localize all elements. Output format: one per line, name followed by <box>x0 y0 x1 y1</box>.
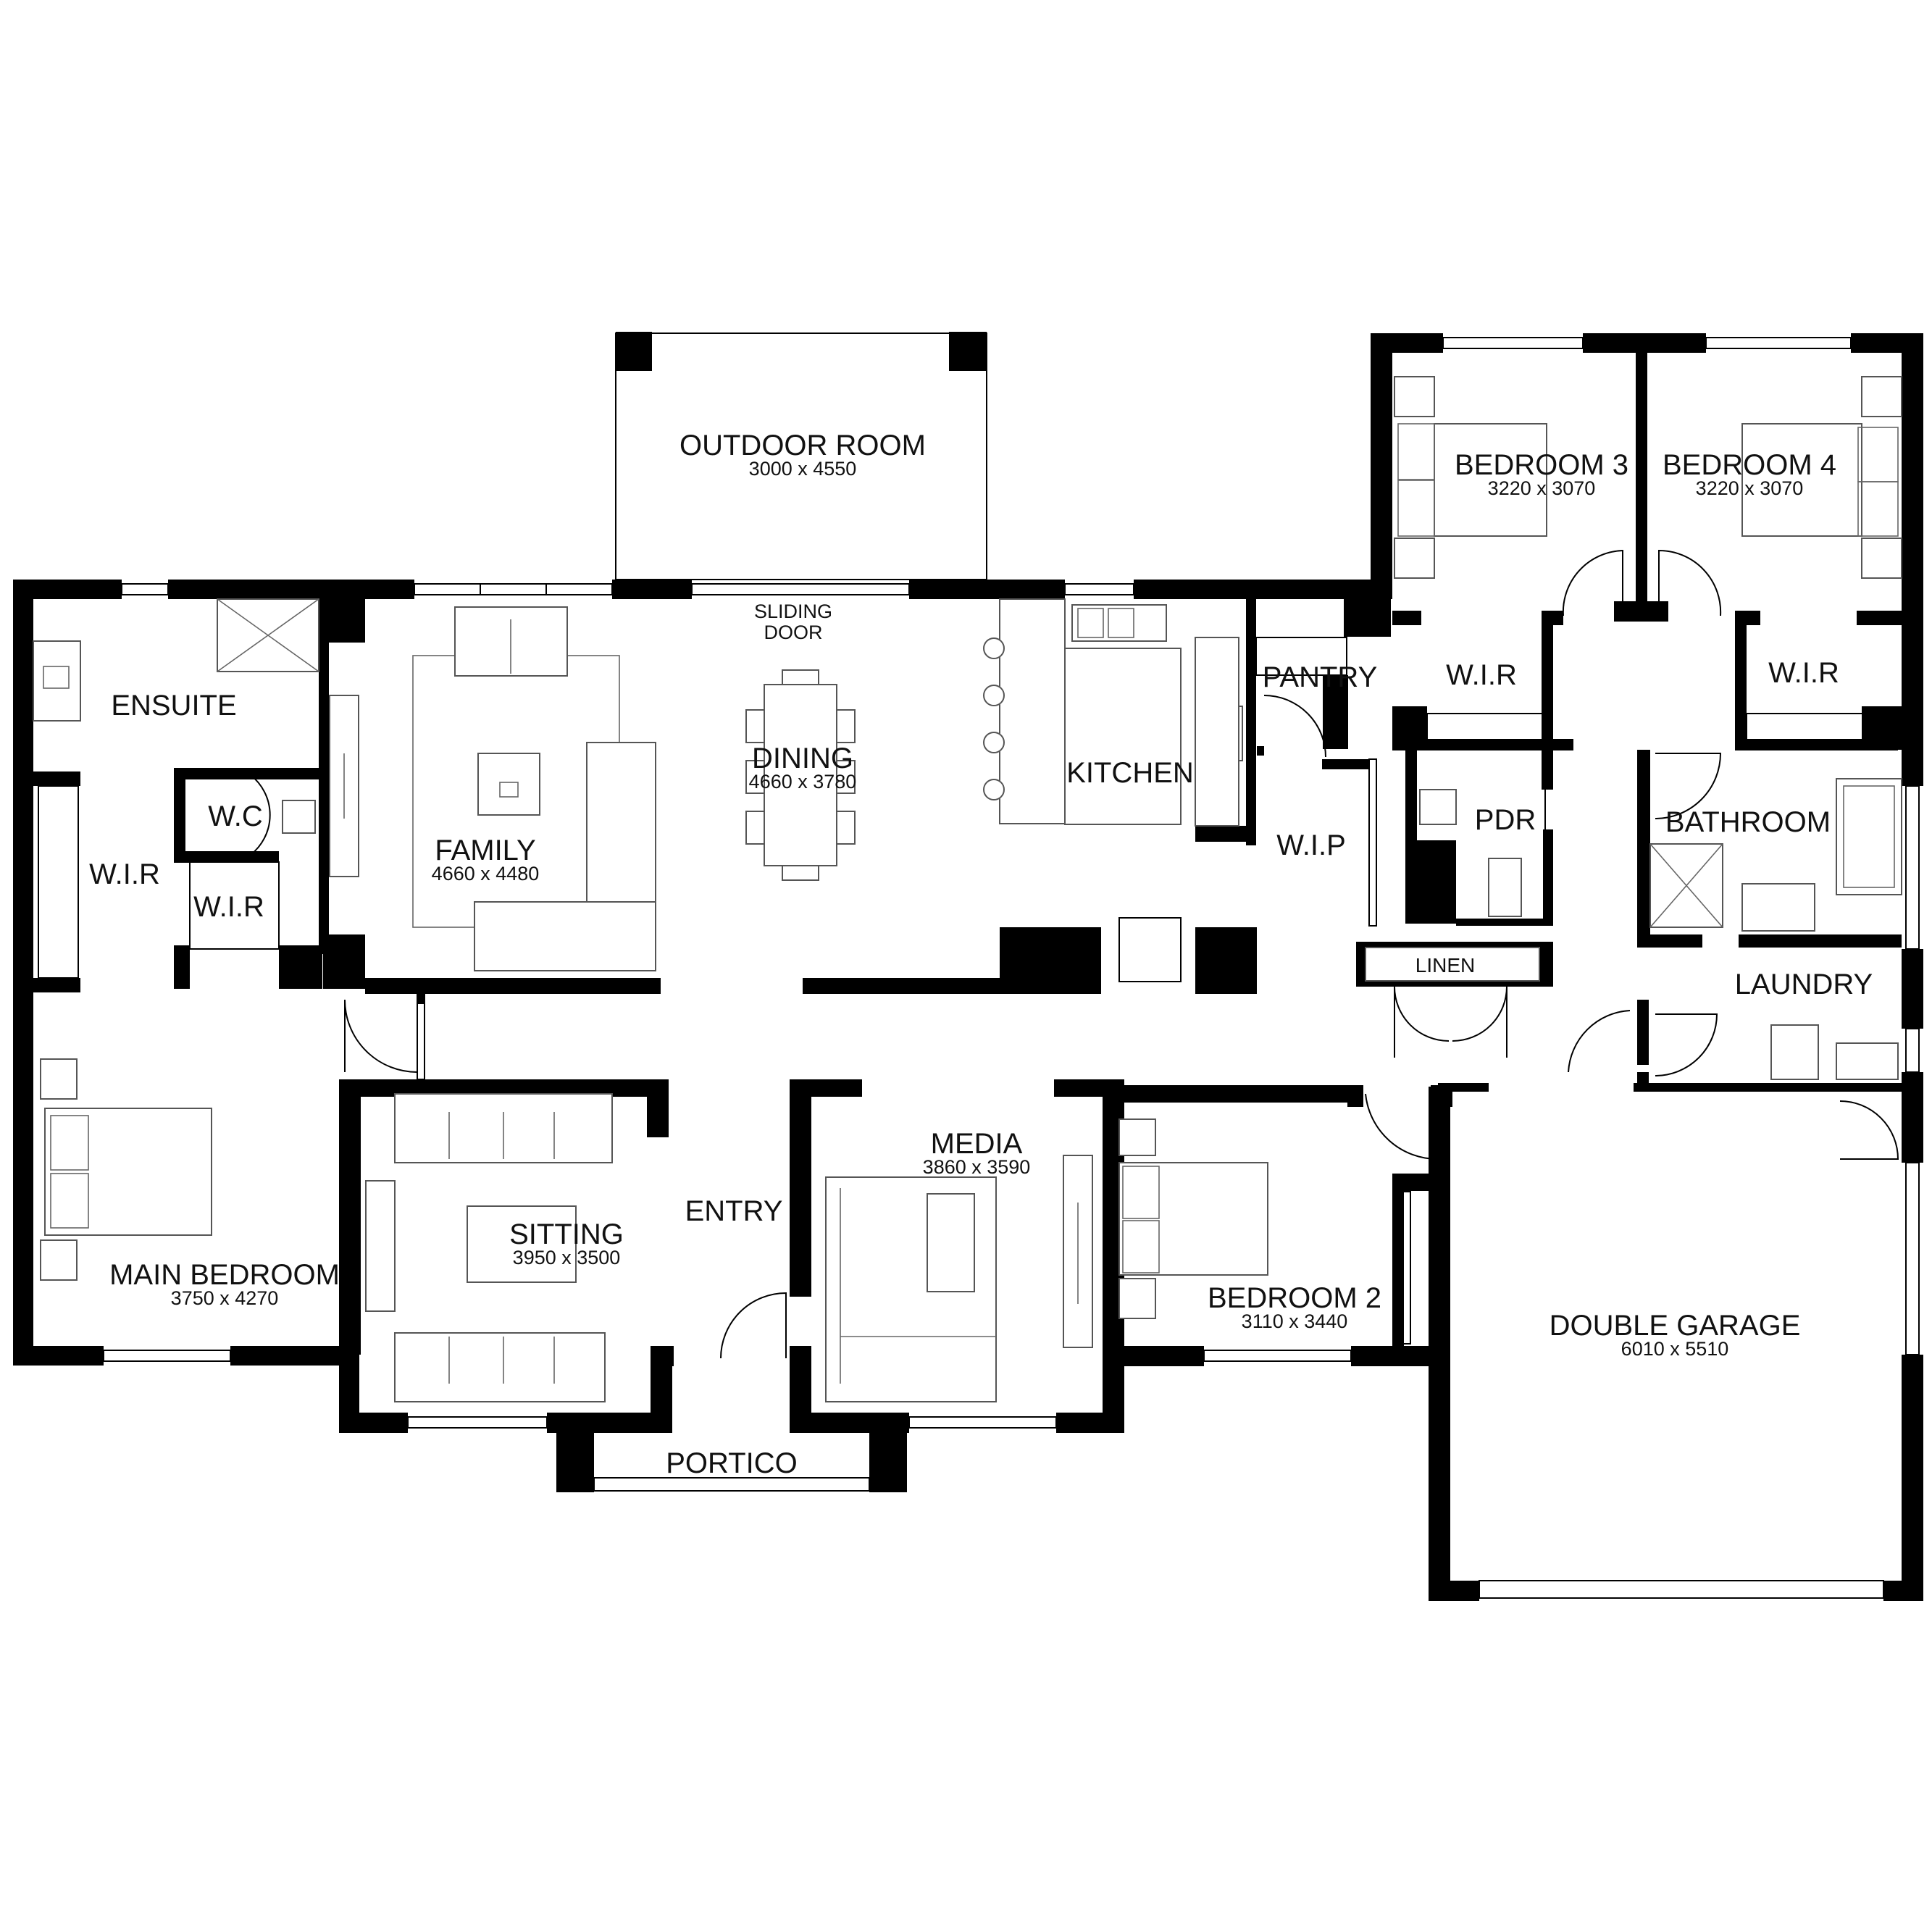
sliding-door-label-2: DOOR <box>764 622 823 643</box>
family-label: FAMILY <box>435 835 535 866</box>
dining-label: DINING <box>752 743 853 774</box>
wir-main-right-label: W.I.R <box>193 891 264 923</box>
sitting-label: SITTING <box>509 1218 624 1250</box>
outdoor-room-dim: 3000 x 4550 <box>749 458 857 480</box>
exterior-walls <box>13 333 1923 1601</box>
family-dim: 4660 x 4480 <box>432 863 540 885</box>
bedroom4-label: BEDROOM 4 <box>1663 449 1836 481</box>
main-bedroom-dim: 3750 x 4270 <box>171 1287 279 1309</box>
wir-bed4-label: W.I.R <box>1768 657 1839 689</box>
wir-main-left-label: W.I.R <box>89 858 160 890</box>
wc-label: W.C <box>208 800 263 832</box>
doors <box>250 549 1899 1359</box>
linen-label: LINEN <box>1415 954 1475 977</box>
bathroom-label: BATHROOM <box>1665 806 1831 838</box>
room-labels: OUTDOOR ROOM 3000 x 4550 BEDROOM 3 3220 … <box>89 430 1873 1479</box>
sliding-door-label-1: SLIDING <box>754 601 832 622</box>
media-label: MEDIA <box>931 1128 1023 1160</box>
wir-bed3-label: W.I.R <box>1446 659 1517 691</box>
bedroom2-dim: 3110 x 3440 <box>1242 1310 1348 1332</box>
double-garage-dim: 6010 x 5510 <box>1621 1338 1729 1360</box>
pdr-label: PDR <box>1475 804 1536 836</box>
kitchen-label: KITCHEN <box>1066 757 1194 789</box>
outdoor-room-label: OUTDOOR ROOM <box>679 430 926 461</box>
wip-label: W.I.P <box>1276 829 1346 861</box>
bedroom3-label: BEDROOM 3 <box>1455 449 1628 481</box>
furniture <box>33 376 1902 1402</box>
pantry-label: PANTRY <box>1263 661 1378 693</box>
double-garage-label: DOUBLE GARAGE <box>1550 1310 1801 1342</box>
outdoor-room-area <box>615 332 987 580</box>
laundry-label: LAUNDRY <box>1735 969 1873 1000</box>
media-dim: 3860 x 3590 <box>923 1156 1031 1178</box>
main-bedroom-label: MAIN BEDROOM <box>109 1259 340 1291</box>
portico-label: PORTICO <box>666 1447 798 1479</box>
sitting-dim: 3950 x 3500 <box>513 1247 621 1268</box>
entry-label: ENTRY <box>685 1195 783 1227</box>
bedroom3-dim: 3220 x 3070 <box>1488 477 1596 499</box>
dining-dim: 4660 x 3780 <box>749 771 857 793</box>
bedroom2-label: BEDROOM 2 <box>1208 1282 1381 1314</box>
bedroom4-dim: 3220 x 3070 <box>1696 477 1804 499</box>
ensuite-label: ENSUITE <box>111 690 236 722</box>
